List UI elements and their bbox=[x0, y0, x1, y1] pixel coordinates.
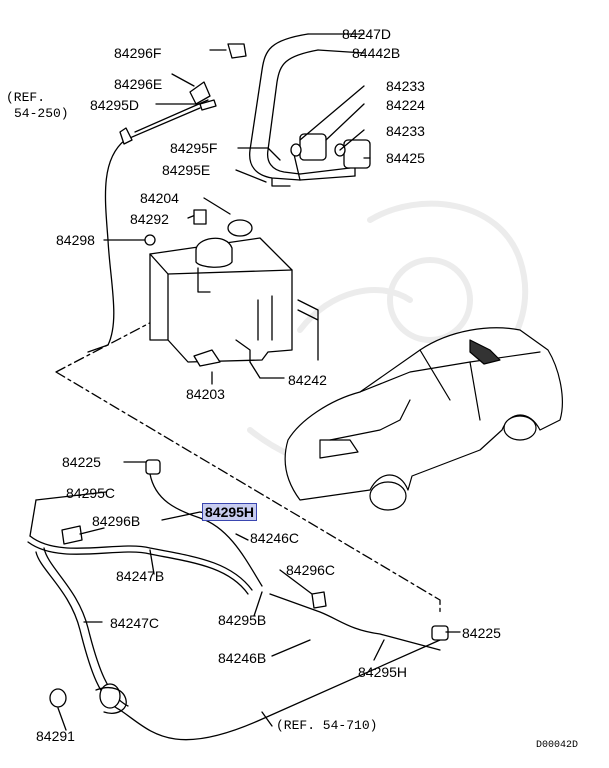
part-label-84247C: 84247C bbox=[110, 615, 160, 631]
clip-84296B bbox=[61, 525, 83, 545]
part-label-84295E: 84295E bbox=[162, 162, 211, 178]
part-label-84225-upper: 84225 bbox=[62, 454, 101, 470]
ref-label-54-250-line2: 54-250) bbox=[14, 106, 69, 121]
part-label-84296E: 84296E bbox=[114, 76, 163, 92]
part-label-84295F: 84295F bbox=[170, 140, 218, 156]
part-label-84204: 84204 bbox=[140, 190, 179, 206]
part-label-84295H-highlighted[interactable]: 84295H bbox=[202, 503, 258, 521]
clip-84296F bbox=[227, 43, 247, 59]
part-label-84233-upper: 84233 bbox=[386, 78, 425, 94]
nozzle-84225-a bbox=[145, 459, 161, 475]
diagram-code: D00042D bbox=[536, 740, 579, 751]
part-label-84442B: 84442B bbox=[352, 45, 401, 61]
part-label-84296F: 84296F bbox=[114, 45, 162, 61]
part-label-84246C: 84246C bbox=[250, 530, 300, 546]
part-label-84225-lower: 84225 bbox=[462, 625, 501, 641]
grommet-84291 bbox=[49, 688, 67, 708]
part-label-84295B: 84295B bbox=[218, 612, 267, 628]
hose-84247B bbox=[29, 535, 253, 591]
part-label-84425: 84425 bbox=[386, 150, 425, 166]
ref-label-54-250-line1: (REF. bbox=[6, 90, 46, 105]
part-label-84296C: 84296C bbox=[286, 562, 336, 578]
grommet-84298 bbox=[144, 234, 156, 246]
car-silhouette bbox=[284, 327, 563, 511]
washer-tank bbox=[149, 209, 293, 367]
part-label-84242: 84242 bbox=[288, 372, 327, 388]
part-label-84291: 84291 bbox=[36, 728, 75, 744]
part-label-84295H-lower: 84295H bbox=[358, 664, 408, 680]
hose-84246C bbox=[149, 473, 263, 587]
hose-84246B bbox=[269, 593, 441, 651]
part-label-84224: 84224 bbox=[386, 97, 425, 113]
nozzle-84225-b bbox=[431, 625, 449, 641]
part-label-84246B: 84246B bbox=[218, 650, 267, 666]
hose-84247C bbox=[35, 551, 441, 741]
part-label-84296B: 84296B bbox=[92, 513, 141, 529]
part-label-84247D: 84247D bbox=[342, 26, 392, 42]
part-label-84298: 84298 bbox=[56, 232, 95, 248]
clip-84296E bbox=[189, 81, 211, 105]
part-label-84203: 84203 bbox=[186, 386, 225, 402]
part-label-84247B: 84247B bbox=[116, 568, 165, 584]
part-label-84292: 84292 bbox=[130, 211, 169, 227]
part-label-84295D: 84295D bbox=[90, 97, 140, 113]
ref-label-54-710: (REF. 54-710) bbox=[276, 718, 378, 733]
nozzle-84224 bbox=[299, 133, 327, 161]
clip-84296C bbox=[311, 591, 327, 609]
hose-84247D bbox=[249, 33, 309, 181]
part-label-84295C: 84295C bbox=[66, 485, 116, 501]
part-label-84233-lower: 84233 bbox=[386, 123, 425, 139]
